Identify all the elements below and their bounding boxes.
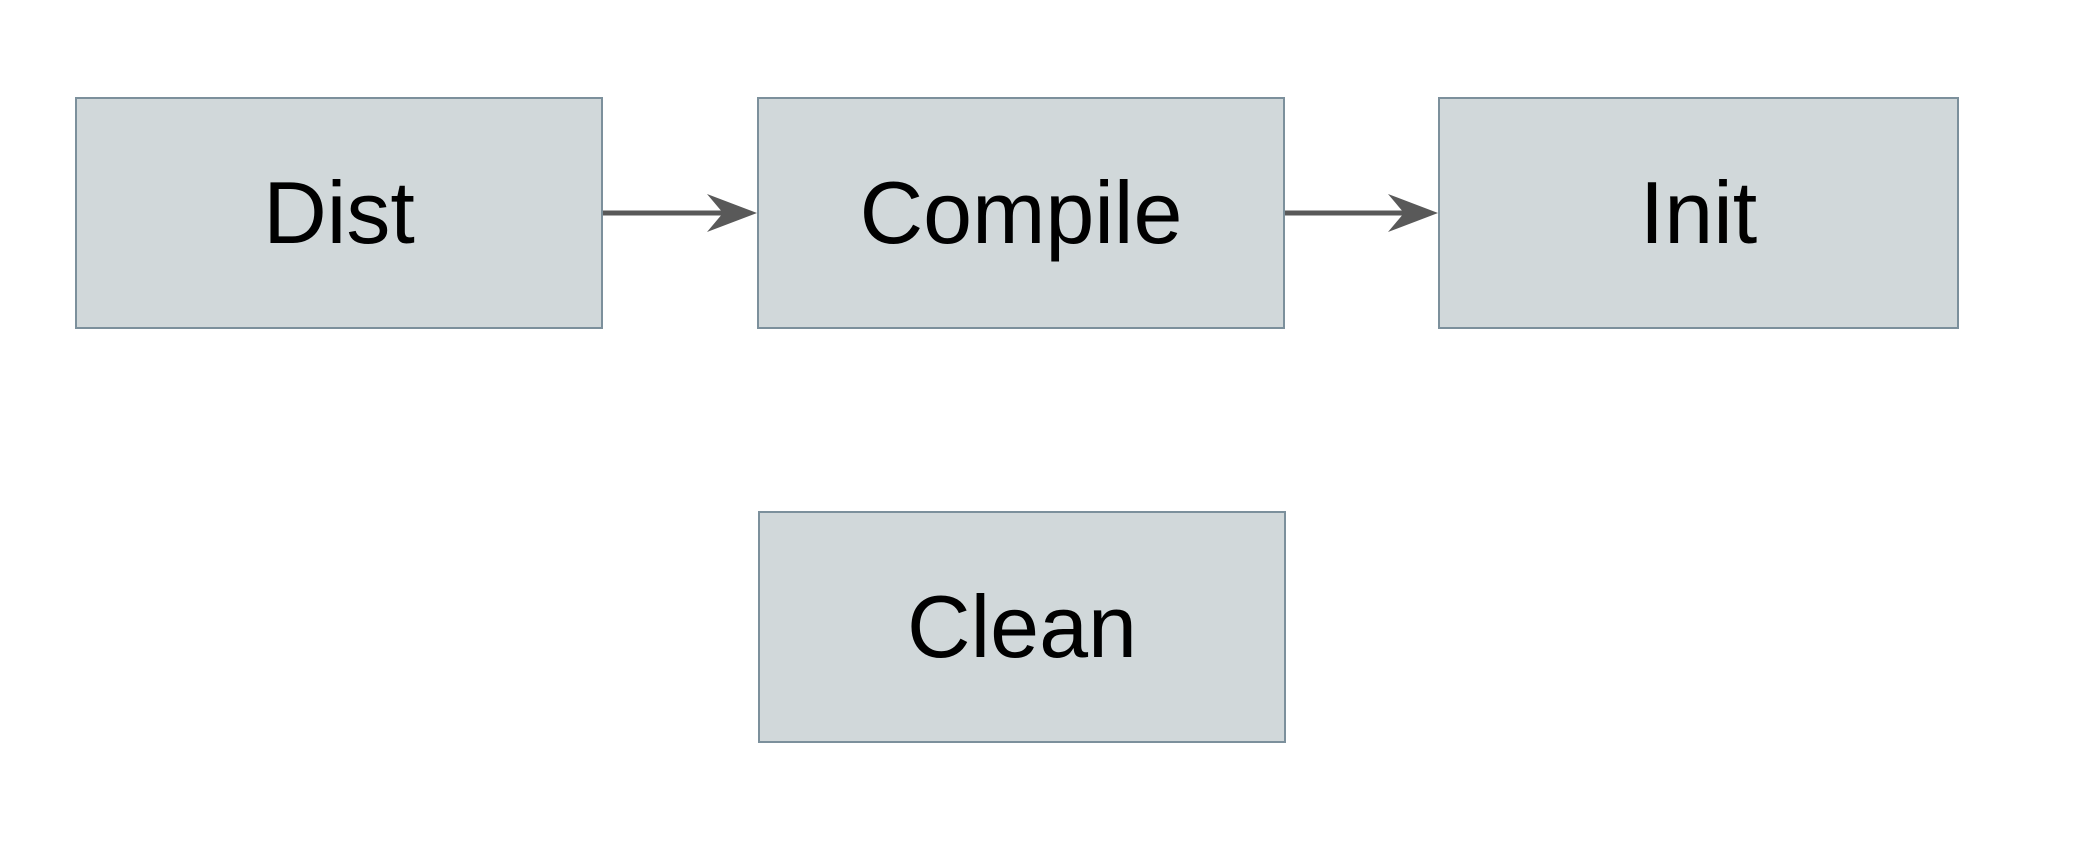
node-dist-label: Dist [263, 163, 415, 262]
node-clean-label: Clean [907, 577, 1137, 676]
node-clean: Clean [758, 511, 1286, 743]
node-compile-label: Compile [859, 163, 1183, 262]
arrow-compile-to-init-icon [1285, 194, 1438, 232]
node-init: Init [1438, 97, 1959, 329]
node-init-label: Init [1639, 163, 1758, 262]
node-dist: Dist [75, 97, 603, 329]
node-compile: Compile [757, 97, 1285, 329]
arrow-dist-to-compile-icon [603, 194, 757, 232]
